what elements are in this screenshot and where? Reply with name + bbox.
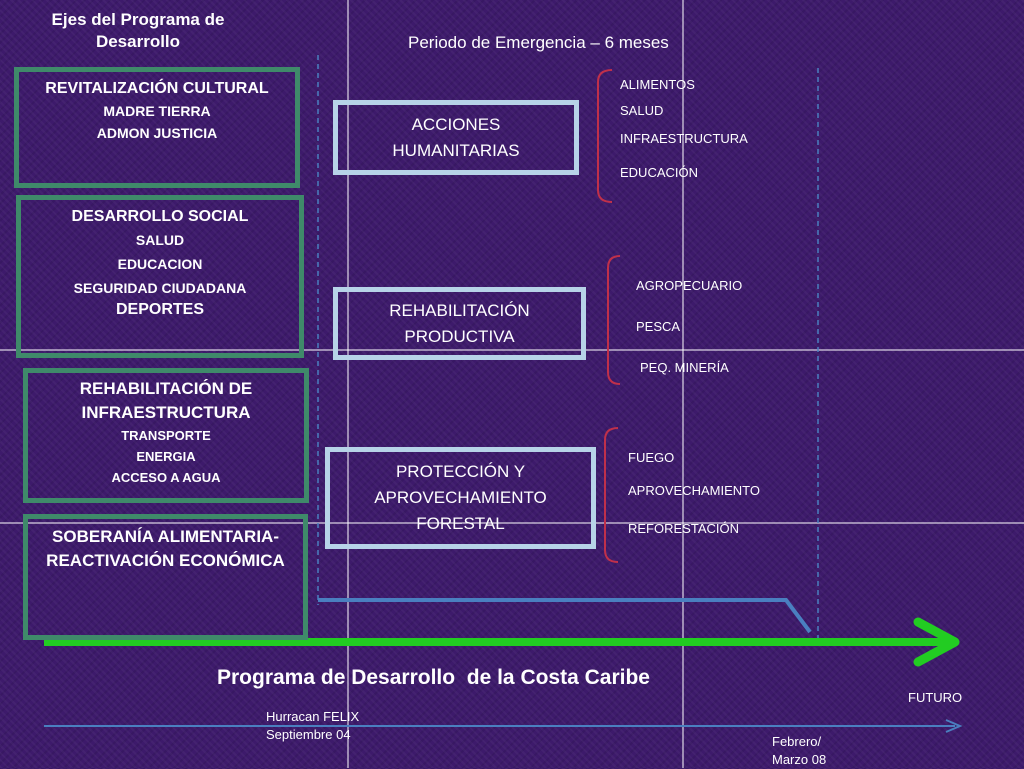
axis-title: REHABILITACIÓN DE INFRAESTRUCTURA bbox=[79, 379, 253, 422]
axis-line: SALUD bbox=[135, 232, 185, 248]
program-arrow-head bbox=[913, 617, 960, 667]
phase-item: INFRAESTRUCTURA bbox=[620, 131, 748, 146]
axis-line: MADRE TIERRA bbox=[103, 103, 211, 119]
axis-line: EDUCACION bbox=[117, 256, 203, 272]
phase-box-humanitarian: ACCIONES HUMANITARIAS bbox=[333, 100, 579, 175]
phase-item: EDUCACIÓN bbox=[620, 165, 699, 180]
phase-item: AGROPECUARIO bbox=[636, 278, 743, 293]
timeline-arrow-head bbox=[945, 719, 963, 733]
emergency-period-line bbox=[318, 598, 812, 634]
phase-item: SALUD bbox=[620, 103, 664, 118]
phase-item: REFORESTACIÓN bbox=[628, 521, 739, 536]
axis-line: SEGURIDAD CIUDADANA bbox=[73, 280, 247, 296]
axis-box-cultural: REVITALIZACIÓN CULTURAL MADRE TIERRA ADM… bbox=[14, 67, 300, 188]
axis-box-economic: SOBERANÍA ALIMENTARIA- REACTIVACIÓN ECON… bbox=[23, 514, 308, 640]
phase-item: PESCA bbox=[636, 319, 681, 334]
timeline-future-label: FUTURO bbox=[908, 690, 963, 705]
bracket-productive bbox=[607, 255, 621, 385]
axis-line: ENERGIA bbox=[136, 449, 196, 464]
axis-line: ACCESO A AGUA bbox=[111, 470, 221, 485]
axis-emphasis: DEPORTES bbox=[115, 301, 204, 318]
period-header: Periodo de Emergencia – 6 meses bbox=[408, 33, 669, 52]
program-title: Programa de Desarrollo de la Costa Carib… bbox=[217, 666, 650, 689]
axis-title: SOBERANÍA ALIMENTARIA- REACTIVACIÓN ECON… bbox=[46, 527, 285, 570]
axis-box-social: DESARROLLO SOCIAL SALUD EDUCACION SEGURI… bbox=[16, 195, 304, 358]
phase-label: PROTECCIÓN Y APROVECHAMIENTO FORESTAL bbox=[374, 462, 547, 533]
axes-header: Ejes del Programa de Desarrollo bbox=[51, 10, 225, 51]
phase-box-forestal: PROTECCIÓN Y APROVECHAMIENTO FORESTAL bbox=[325, 447, 596, 549]
phase-item: FUEGO bbox=[628, 450, 675, 465]
axis-title: DESARROLLO SOCIAL bbox=[71, 208, 249, 225]
phase-label: REHABILITACIÓN PRODUCTIVA bbox=[389, 300, 530, 346]
timeline-end-label: Febrero/ Marzo 08 bbox=[772, 734, 827, 767]
axis-title: REVITALIZACIÓN CULTURAL bbox=[45, 80, 269, 97]
phase-box-productive: REHABILITACIÓN PRODUCTIVA bbox=[333, 287, 586, 360]
axis-line: ADMON JUSTICIA bbox=[96, 125, 218, 141]
phase-item: APROVECHAMIENTO bbox=[628, 483, 760, 498]
bracket-forestal bbox=[604, 427, 619, 563]
phase-item: PEQ. MINERÍA bbox=[640, 360, 729, 375]
timeline-start-label: Hurracan FELIX Septiembre 04 bbox=[266, 709, 360, 742]
bracket-humanitarian bbox=[597, 69, 613, 203]
phase-label: ACCIONES HUMANITARIAS bbox=[392, 114, 520, 160]
axis-box-infrastructure: REHABILITACIÓN DE INFRAESTRUCTURA TRANSP… bbox=[23, 368, 309, 503]
axis-line: TRANSPORTE bbox=[121, 428, 211, 443]
phase-item: ALIMENTOS bbox=[620, 77, 695, 92]
